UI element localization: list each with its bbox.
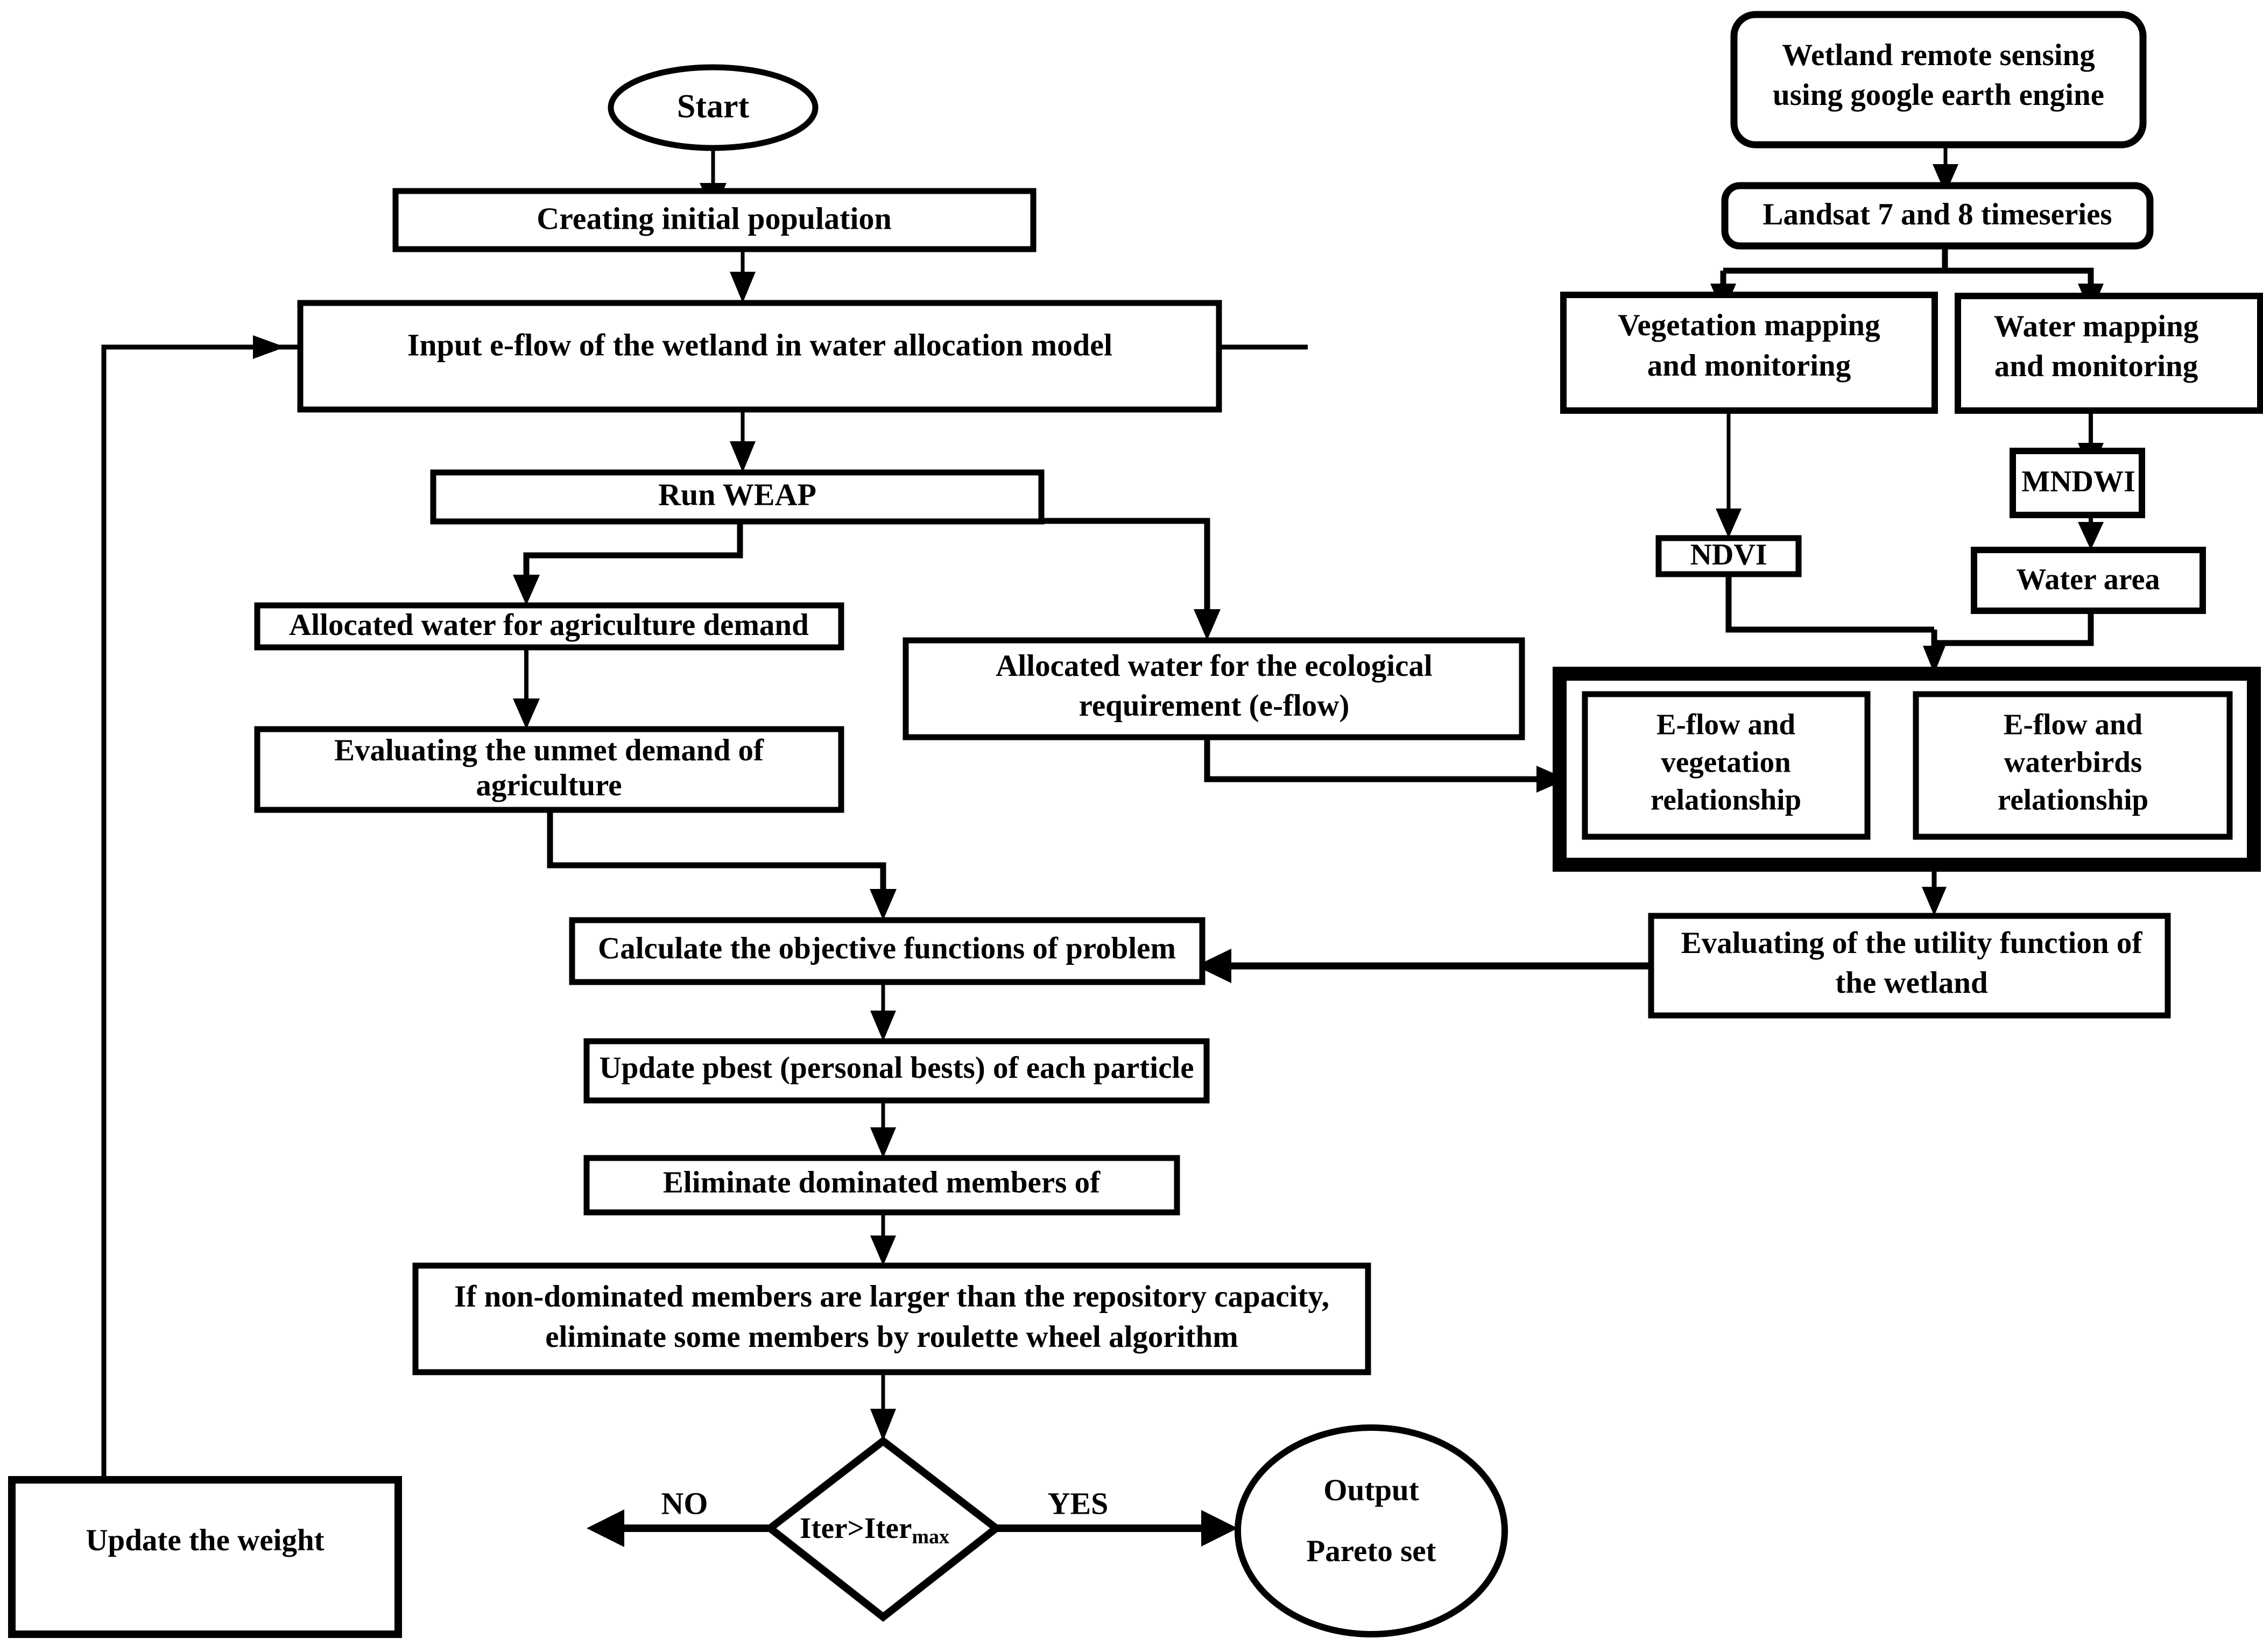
- node-wetland-rs-line1: Wetland remote sensing: [1782, 38, 2095, 72]
- arrowhead-input-weap: [730, 441, 756, 472]
- arrowhead-repository-decision: [870, 1409, 896, 1441]
- node-landsat[interactable]: Landsat 7 and 8 timeseries: [1721, 182, 2154, 250]
- node-evaluate-unmet[interactable]: Evaluating the unmet demand of agricultu…: [254, 726, 844, 813]
- node-evaluate-unmet-line2: agriculture: [476, 768, 622, 802]
- node-eflow-vegetation[interactable]: E-flow and vegetation relationship: [1582, 691, 1871, 840]
- arrowhead-eco-eflow: [1536, 766, 1567, 793]
- edge-label-no: NO: [661, 1486, 708, 1521]
- node-eliminate-dominated[interactable]: Eliminate dominated members of: [583, 1155, 1180, 1216]
- node-repository-capacity[interactable]: If non-dominated members are larger than…: [412, 1262, 1371, 1375]
- node-alloc-ecological[interactable]: Allocated water for the ecological requi…: [903, 637, 1525, 740]
- node-evaluate-unmet-line1: Evaluating the unmet demand of: [334, 733, 764, 767]
- node-start-label: Start: [677, 88, 750, 125]
- arrowhead-create-input: [730, 272, 756, 303]
- arrowhead-merge-eflow: [1923, 646, 1945, 674]
- node-eliminate-dominated-label: Eliminate dominated members of: [663, 1166, 1101, 1199]
- node-alloc-ecological-line1: Allocated water for the ecological: [996, 649, 1432, 683]
- arrowhead-unmet-calc: [870, 889, 897, 920]
- node-calc-objective[interactable]: Calculate the objective functions of pro…: [569, 917, 1205, 985]
- node-veg-mapping-line1: Vegetation mapping: [1618, 308, 1880, 342]
- node-eval-utility-line2: the wetland: [1835, 966, 1988, 1000]
- edge-unmet-to-calc: [547, 809, 886, 896]
- node-eflow-veg-line3: relationship: [1651, 783, 1801, 816]
- arrowhead-decision-no: [587, 1509, 624, 1547]
- node-start[interactable]: Start: [608, 64, 819, 151]
- node-ndvi[interactable]: NDVI: [1655, 535, 1802, 577]
- node-create-population-label: Creating initial population: [537, 201, 892, 236]
- node-veg-mapping-line2: and monitoring: [1647, 349, 1851, 383]
- decision-sub-text: max: [912, 1526, 949, 1548]
- node-output-pareto[interactable]: Output Pareto set: [1235, 1424, 1508, 1637]
- node-mndwi-label: MNDWI: [2021, 465, 2135, 498]
- node-water-area-label: Water area: [2017, 563, 2160, 596]
- edge-eco-to-eflow-group: [1204, 737, 1545, 782]
- node-decision-iteration[interactable]: Iter>Itermax: [764, 1436, 1003, 1622]
- node-repository-line1: If non-dominated members are larger than…: [454, 1280, 1329, 1314]
- node-ndvi-label: NDVI: [1690, 538, 1767, 571]
- node-input-eflow[interactable]: Input e-flow of the wetland in water all…: [297, 300, 1222, 413]
- node-wetland-rs-line2: using google earth engine: [1773, 78, 2104, 112]
- arrowhead-weap-eco: [1194, 609, 1221, 640]
- node-vegetation-mapping[interactable]: Vegetation mapping and monitoring: [1560, 292, 1938, 414]
- arrowhead-pbest-eliminate: [870, 1127, 896, 1158]
- arrowhead-agri-unmet: [513, 698, 540, 729]
- arrowhead-eliminate-repository: [870, 1236, 896, 1266]
- node-update-pbest-label: Update pbest (personal bests) of each pa…: [599, 1051, 1194, 1085]
- node-alloc-agriculture-label: Allocated water for agriculture demand: [289, 608, 809, 642]
- node-mndwi[interactable]: MNDWI: [2010, 448, 2145, 518]
- node-run-weap[interactable]: Run WEAP: [430, 469, 1045, 525]
- arrowhead-veg-ndvi: [1716, 509, 1742, 538]
- node-eflow-veg-line1: E-flow and: [1656, 708, 1795, 741]
- node-alloc-ecological-line2: requirement (e-flow): [1079, 689, 1350, 723]
- node-input-eflow-label: Input e-flow of the wetland in water all…: [407, 327, 1112, 362]
- decision-main-text: Iter>Iter: [800, 1512, 912, 1544]
- node-water-mapping-line2: and monitoring: [1994, 349, 2198, 383]
- edge-ndvi-merge: [1725, 573, 1934, 633]
- edge-area-merge: [1934, 611, 2094, 646]
- edge-label-yes: YES: [1048, 1486, 1109, 1521]
- node-create-population[interactable]: Creating initial population: [392, 188, 1037, 252]
- node-water-mapping[interactable]: Water mapping and monitoring: [1955, 293, 2263, 414]
- arrowhead-decision-yes: [1201, 1510, 1238, 1547]
- arrowhead-calc-pbest: [870, 1011, 896, 1041]
- node-output-line1: Output: [1323, 1473, 1419, 1507]
- arrowhead-rs-landsat: [1933, 164, 1958, 194]
- node-landsat-label: Landsat 7 and 8 timeseries: [1763, 197, 2112, 231]
- arrowhead-mndwi-area: [2078, 522, 2104, 550]
- node-alloc-agriculture[interactable]: Allocated water for agriculture demand: [254, 602, 844, 651]
- edge-weap-to-agri: [523, 521, 743, 584]
- node-calc-objective-label: Calculate the objective functions of pro…: [598, 931, 1176, 965]
- edge-weap-to-eco: [1040, 518, 1210, 616]
- node-evaluate-utility[interactable]: Evaluating of the utility function of th…: [1648, 913, 2171, 1019]
- node-eflow-waterbirds[interactable]: E-flow and waterbirds relationship: [1913, 691, 2233, 840]
- node-water-mapping-line1: Water mapping: [1994, 309, 2199, 343]
- node-eflow-veg-line2: vegetation: [1661, 746, 1790, 779]
- node-eflow-birds-line3: relationship: [1998, 783, 2148, 816]
- node-eval-utility-line1: Evaluating of the utility function of: [1681, 926, 2143, 960]
- node-decision-label: Iter>Itermax: [800, 1512, 949, 1548]
- node-update-pbest[interactable]: Update pbest (personal bests) of each pa…: [583, 1038, 1210, 1104]
- node-output-line2: Pareto set: [1306, 1534, 1436, 1568]
- node-update-weight-label: Update the weight: [86, 1523, 324, 1557]
- node-water-area[interactable]: Water area: [1971, 547, 2206, 614]
- arrowhead-eflow-utility: [1922, 887, 1947, 916]
- node-wetland-remote-sensing[interactable]: Wetland remote sensing using google eart…: [1730, 11, 2147, 149]
- edge-landsat-split-right: [1945, 267, 2094, 293]
- node-update-weight[interactable]: Update the weight: [8, 1476, 402, 1638]
- node-eflow-birds-line2: waterbirds: [2004, 746, 2142, 779]
- node-eflow-birds-line1: E-flow and: [2004, 708, 2142, 741]
- node-repository-line2: eliminate some members by roulette wheel…: [545, 1320, 1238, 1354]
- arrowhead-utility-calc: [1196, 949, 1231, 983]
- arrowhead-feedback: [253, 335, 285, 359]
- arrowhead-weap-agri: [513, 575, 540, 605]
- node-run-weap-label: Run WEAP: [658, 477, 816, 512]
